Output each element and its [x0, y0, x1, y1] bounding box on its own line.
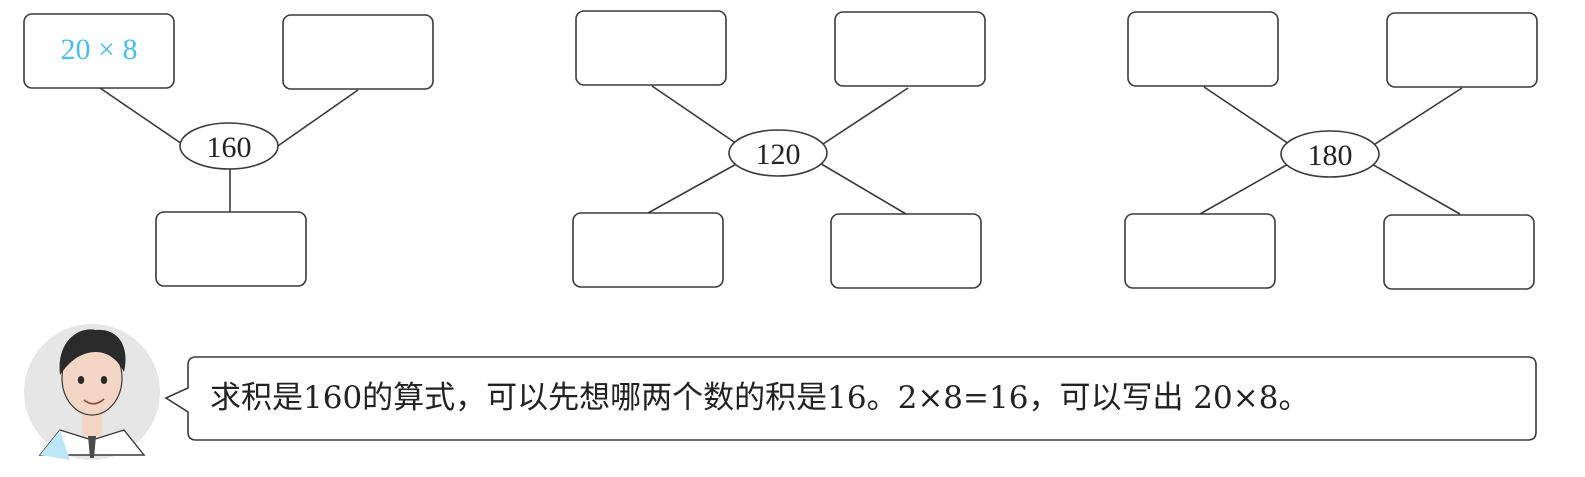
group-120: 120 [572, 10, 986, 289]
mouth [83, 398, 105, 405]
connector-line [1371, 87, 1463, 147]
product-value: 180 [1308, 139, 1353, 172]
factor-box-bottom-left[interactable] [572, 212, 724, 288]
connector-line [819, 87, 909, 147]
product-ellipse [728, 129, 828, 177]
factor-box-top-left[interactable] [575, 10, 727, 86]
product-ellipse [1280, 130, 1380, 178]
left-eye [77, 376, 85, 384]
hint-text: 求积是160的算式，可以先想哪两个数的积是16。2×8=16，可以写出 20×8… [210, 380, 1310, 416]
factor-box-top-right[interactable] [834, 11, 986, 87]
factor-box-bottom-right[interactable] [1383, 214, 1535, 290]
shirt-collar-shade [40, 430, 70, 460]
factor-box-bottom-left[interactable] [1124, 213, 1276, 289]
connector-line [99, 87, 186, 147]
connector-line [1203, 86, 1293, 147]
factor-box-top-left[interactable] [1127, 11, 1279, 87]
product-value: 160 [207, 131, 252, 164]
factor-box-top-right[interactable] [1386, 12, 1538, 88]
tie [88, 436, 96, 458]
connector-line [651, 85, 741, 147]
connector-line [647, 161, 741, 214]
factor-box-bottom-right[interactable] [830, 213, 982, 289]
group-160: 20 × 8 160 [23, 13, 434, 287]
speech-bubble-outline [164, 356, 1537, 441]
right-eye [100, 376, 108, 384]
connector-line [1369, 162, 1461, 215]
neck [82, 410, 102, 436]
connector-line [271, 89, 359, 151]
hair [59, 329, 126, 375]
connector-line [817, 161, 907, 215]
filled-answer: 20 × 8 [61, 33, 138, 66]
boy-avatar-icon [24, 324, 160, 460]
group-180: 180 [1124, 11, 1538, 290]
factor-box-top-right[interactable] [282, 14, 434, 90]
product-ellipse [179, 122, 279, 170]
factor-box-top-left[interactable] [23, 13, 175, 89]
product-value: 120 [756, 138, 801, 171]
factor-box-bottom[interactable] [155, 211, 307, 287]
speech-bubble [164, 356, 1537, 441]
connector-line [1199, 162, 1291, 215]
